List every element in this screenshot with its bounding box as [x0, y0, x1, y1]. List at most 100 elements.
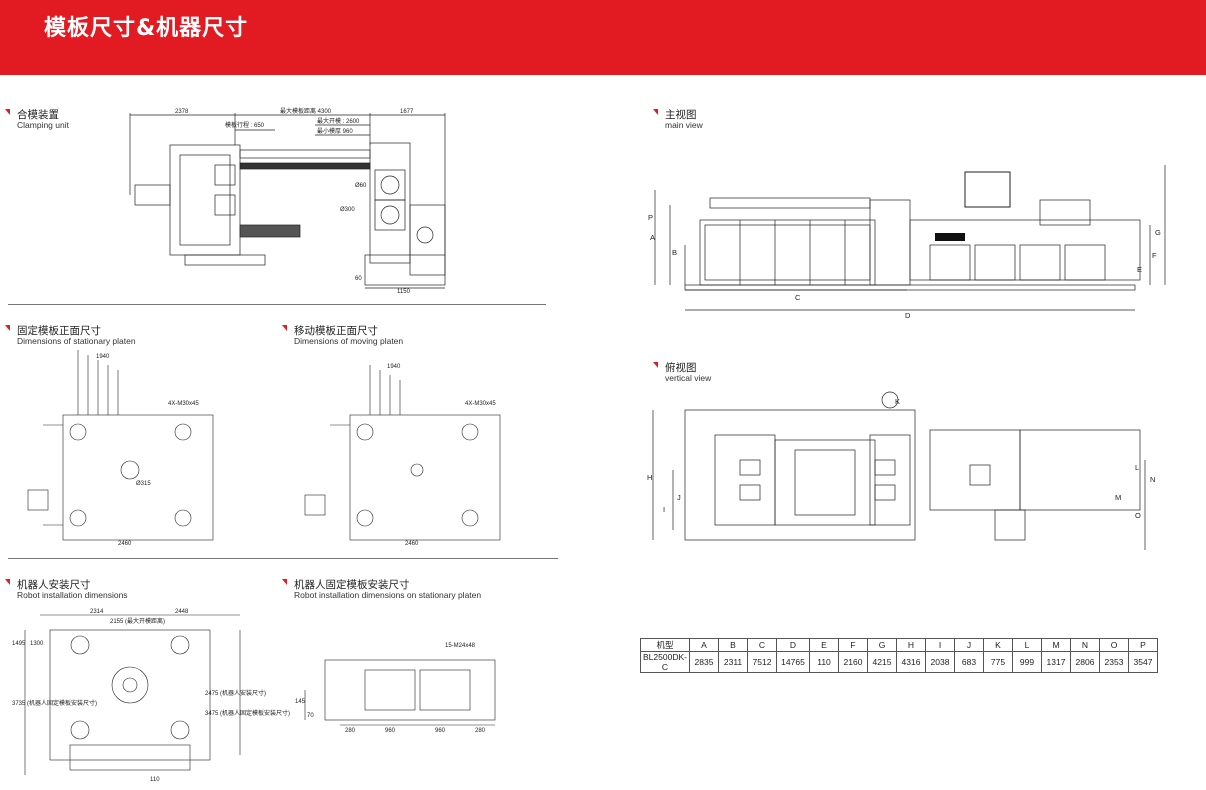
red-triangle-icon — [282, 325, 287, 331]
spec-header-cell: 机型 — [640, 638, 690, 652]
section-divider — [8, 304, 546, 305]
spec-header-cell: I — [925, 638, 955, 652]
dim-left-b: 1300 — [30, 641, 44, 647]
dim-top-left: 2314 — [90, 609, 104, 615]
dim-1677: 1677 — [400, 109, 414, 115]
dim-top: 1940 — [387, 364, 401, 370]
spec-cell: 2311 — [718, 651, 748, 673]
robot-platen-drawing: 15-M24x48 145 70 280 960 960 280 — [295, 643, 496, 734]
spec-cell: BL2500DK-C — [640, 651, 690, 673]
dim-stroke: 模板行程 : 650 — [225, 121, 265, 129]
spec-header-cell: F — [838, 638, 868, 652]
spec-cell: 3547 — [1128, 651, 1158, 673]
spec-header-cell: A — [689, 638, 719, 652]
section-title-zh: 移动模板正面尺寸 — [294, 325, 378, 337]
spec-cell: 2160 — [838, 651, 868, 673]
dim-bottom: 110 — [150, 777, 160, 783]
section-title-en: Robot installation dimensions on station… — [294, 590, 482, 600]
dim-phi300: Ø300 — [340, 207, 355, 213]
section-title-en: vertical view — [665, 373, 712, 383]
label-J: J — [677, 493, 681, 502]
spec-header-cell: L — [1012, 638, 1042, 652]
section-title-zh: 主视图 — [665, 109, 697, 121]
dim-min-mold: 最小模厚 960 — [317, 127, 353, 135]
spec-header-cell: E — [809, 638, 839, 652]
section-title-en: Dimensions of moving platen — [294, 336, 404, 346]
spec-cell: 4215 — [867, 651, 897, 673]
section-title-en: main view — [665, 120, 703, 130]
section-title-en: Dimensions of stationary platen — [17, 336, 136, 346]
label-G: G — [1155, 228, 1161, 237]
page-header: 模板尺寸&机器尺寸 — [0, 0, 1206, 75]
dim-60: 60 — [355, 276, 362, 282]
red-triangle-icon — [653, 362, 658, 368]
note-holes: 15-M24x48 — [445, 643, 476, 649]
label-N: N — [1150, 475, 1155, 484]
dim-top: 1940 — [96, 354, 110, 360]
dim-b0: 280 — [345, 728, 356, 734]
dim-1150: 1150 — [397, 289, 411, 295]
section-title-en: Clamping unit — [17, 120, 69, 130]
red-triangle-icon — [5, 109, 10, 115]
spec-header-cell: B — [718, 638, 748, 652]
spec-header-cell: G — [867, 638, 897, 652]
dim-left-a: 1495 — [12, 641, 26, 647]
section-title-zh: 合模装置 — [17, 109, 59, 121]
label-C: C — [795, 293, 801, 302]
note-holes: 4X-M30x45 — [168, 401, 199, 407]
dim-top-mid: 2155 (最大开模距离) — [110, 617, 165, 625]
label-I: I — [663, 505, 665, 514]
spec-header-cell: J — [954, 638, 984, 652]
dim-top-right: 2448 — [175, 609, 189, 615]
label-E: E — [1137, 265, 1142, 274]
dim-max-open: 最大开模 : 2600 — [317, 117, 360, 125]
spec-data-row: BL2500DK-C 2835 2311 7512 14765 110 2160… — [640, 651, 1158, 673]
red-triangle-icon — [282, 579, 287, 585]
dim-max-platen: 最大模板距离 4300 — [280, 107, 332, 115]
dim-b3: 280 — [475, 728, 486, 734]
main-view-drawing: A B C D E F G P — [648, 165, 1166, 320]
center-dia: Ø315 — [136, 481, 151, 487]
spec-header-row: 机型 A B C D E F G H I J K L M N O P — [640, 638, 1158, 652]
spec-cell: 2353 — [1099, 651, 1129, 673]
red-triangle-icon — [5, 325, 10, 331]
spec-cell: 1317 — [1041, 651, 1071, 673]
spec-cell: 7512 — [747, 651, 777, 673]
moving-platen-drawing: 1940 2460 4X-M30x45 — [304, 364, 501, 547]
dim-h2: 70 — [307, 713, 314, 719]
spec-header-cell: O — [1099, 638, 1129, 652]
section-divider — [8, 558, 558, 559]
spec-cell: 999 — [1012, 651, 1042, 673]
dim-right-b: 3475 (机器人固定模板安装尺寸) — [205, 709, 290, 717]
label-P: P — [648, 213, 653, 222]
spec-cell: 683 — [954, 651, 984, 673]
spec-cell: 2806 — [1070, 651, 1100, 673]
section-title-en: Robot installation dimensions — [17, 590, 128, 600]
spec-cell: 775 — [983, 651, 1013, 673]
label-D: D — [905, 311, 911, 320]
dim-left-c: 3735 (机器人固定模板安装尺寸) — [12, 699, 97, 707]
label-M: M — [1115, 493, 1121, 502]
spec-header-cell: D — [776, 638, 810, 652]
red-triangle-icon — [5, 579, 10, 585]
dim-b2: 960 — [435, 728, 446, 734]
spec-header-cell: K — [983, 638, 1013, 652]
label-B: B — [672, 248, 677, 257]
section-title-zh: 俯视图 — [665, 362, 697, 374]
label-K: K — [895, 397, 900, 406]
spec-cell: 2038 — [925, 651, 955, 673]
dim-h1: 145 — [295, 699, 306, 705]
label-A: A — [650, 233, 655, 242]
spec-cell: 2835 — [689, 651, 719, 673]
spec-header-cell: M — [1041, 638, 1071, 652]
label-L: L — [1135, 463, 1139, 472]
dim-2378: 2378 — [175, 109, 189, 115]
section-title-zh: 机器人安装尺寸 — [17, 579, 91, 591]
vertical-view-drawing: H I J K L M N O — [647, 391, 1155, 550]
page-title: 模板尺寸&机器尺寸 — [44, 16, 249, 41]
spec-cell: 110 — [809, 651, 839, 673]
spec-header-cell: N — [1070, 638, 1100, 652]
note-holes: 4X-M30x45 — [465, 401, 496, 407]
dim-phi60: Ø60 — [355, 183, 367, 189]
red-triangle-icon — [653, 109, 658, 115]
